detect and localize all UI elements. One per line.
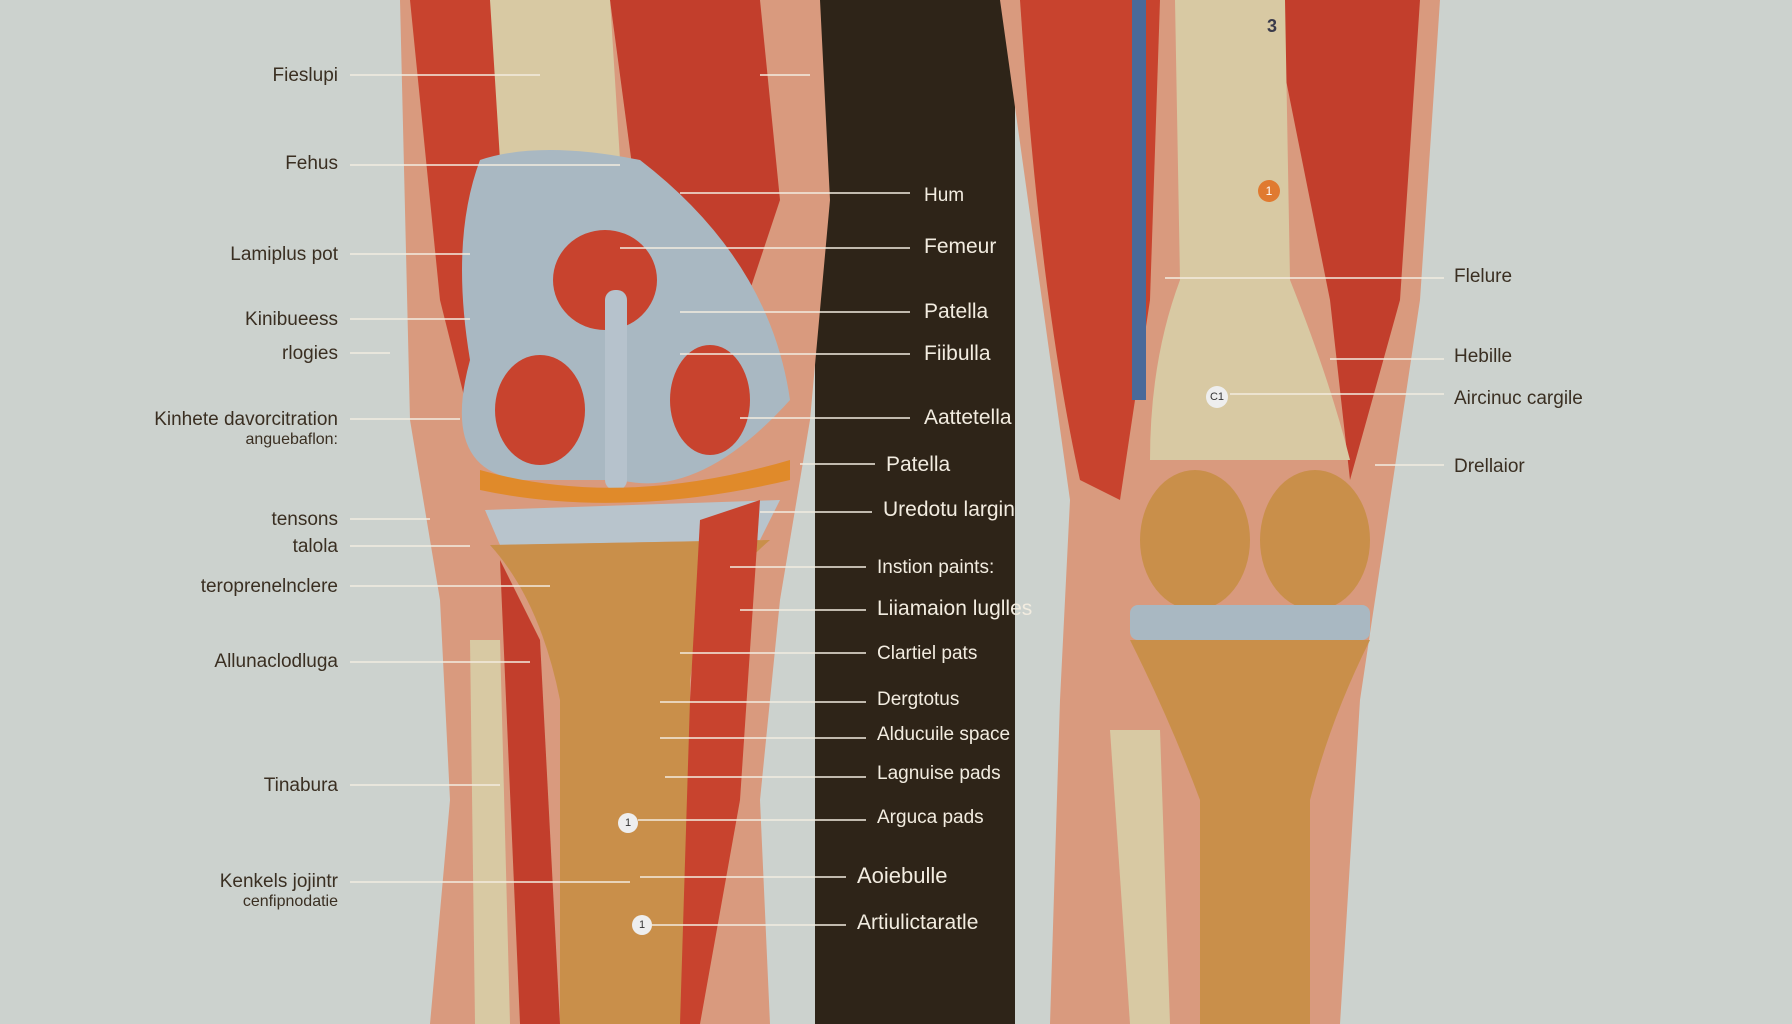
- marker-circle: 1: [632, 915, 652, 935]
- left-label: Lamiplus pot: [230, 244, 338, 265]
- marker-orange: 1: [1258, 180, 1280, 202]
- middle-label: Alducuile space: [877, 724, 1011, 745]
- right-knee-side-view: [1000, 0, 1440, 1024]
- right-label: Hebille: [1454, 346, 1513, 367]
- top-marker: 3: [1267, 16, 1278, 36]
- middle-label: Fiibulla: [924, 342, 991, 365]
- middle-label: Lagnuise pads: [877, 763, 1001, 784]
- condyle-left: [1140, 470, 1250, 610]
- fibula: [470, 640, 510, 1024]
- middle-label: Aoiebulle: [857, 863, 948, 888]
- middle-label: Artiulictaratle: [857, 911, 979, 934]
- label-text: Kinhete davorcitration: [154, 409, 338, 430]
- middle-label: Dergtotus: [877, 689, 960, 710]
- middle-label: Liiamaion luglles: [877, 597, 1033, 620]
- meniscus: [480, 460, 790, 503]
- middle-label: Aattetella: [924, 406, 1012, 429]
- right-label: Aircinuc cargile: [1454, 388, 1583, 409]
- middle-label: Instion paints:: [877, 557, 995, 578]
- middle-label: Arguca pads: [877, 807, 984, 828]
- label-subtext: cenfipnodatie: [242, 893, 338, 910]
- tibia: [490, 540, 770, 1024]
- left-label: Fehus: [285, 153, 338, 174]
- left-label: Fieslupi: [272, 65, 338, 86]
- left-label: talola: [292, 536, 338, 557]
- right-label: Drellaior: [1454, 456, 1525, 477]
- condyle-right: [1260, 470, 1370, 610]
- marker-c1: C1: [1206, 386, 1228, 408]
- left-knee-front-view: [400, 0, 830, 1024]
- marker-circle: 1: [618, 813, 638, 833]
- joint-cartilage: [1130, 605, 1370, 640]
- middle-label: Hum: [924, 185, 965, 206]
- left-label: teroprenelnclere: [200, 576, 338, 597]
- femur-shaft: [490, 0, 620, 160]
- left-label: tensons: [271, 509, 338, 530]
- cruciate-ligament: [605, 290, 627, 490]
- right-label: Flelure: [1454, 266, 1513, 287]
- middle-label: Patella: [886, 453, 951, 476]
- femur-side: [1150, 0, 1350, 460]
- middle-label: Uredotu largin: [883, 498, 1015, 521]
- blood-vessel: [1132, 0, 1146, 400]
- label-subtext: anguebaflon:: [245, 431, 338, 448]
- hamstring-muscle-left: [1020, 0, 1160, 500]
- middle-label: Patella: [924, 300, 989, 323]
- left-label: Allunaclodluga: [214, 651, 338, 672]
- left-label: Tinabura: [263, 775, 338, 796]
- hamstring-muscle-right: [1270, 0, 1420, 480]
- tibia-side: [1130, 640, 1370, 1024]
- left-label: Kinibueess: [245, 309, 338, 330]
- fibula-side: [1110, 730, 1170, 1024]
- left-label: rlogies: [282, 343, 338, 364]
- middle-label: Clartiel pats: [877, 643, 978, 664]
- patella-muscle: [553, 230, 657, 330]
- middle-label: Femeur: [924, 235, 997, 258]
- label-text: Kenkels jojintr: [219, 871, 338, 892]
